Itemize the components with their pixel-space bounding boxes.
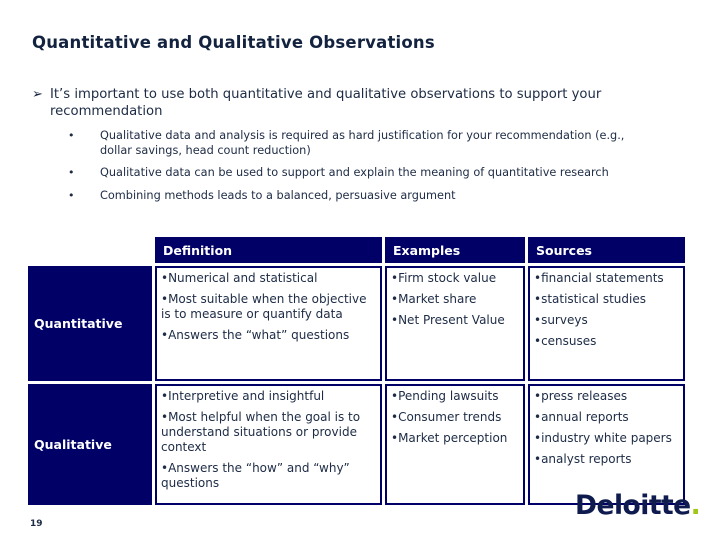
cell-bullet: •surveys — [534, 313, 588, 327]
cell-bullet: •Market share — [391, 292, 477, 306]
cell-bullet: •Firm stock value — [391, 271, 497, 285]
bullet-icon: • — [68, 129, 75, 142]
column-header-sources: Sources — [528, 237, 685, 263]
table-row: Quantitative •Numerical and statistical … — [28, 266, 685, 381]
cell-bullet: •statistical studies — [534, 292, 646, 306]
cell-bullet: •Market perception — [391, 431, 508, 445]
sub-bullet-text: Qualitative data can be used to support … — [100, 166, 609, 180]
arrow-bullet-icon: ➢ — [32, 87, 43, 102]
cell-quantitative-definition: •Numerical and statistical •Most suitabl… — [155, 266, 382, 381]
cell-bullet: •annual reports — [534, 410, 629, 424]
list-item: • Qualitative data and analysis is requi… — [68, 129, 634, 158]
cell-bullet: •Consumer trends — [391, 410, 502, 424]
page-number: 19 — [30, 519, 43, 529]
row-label-quantitative: Quantitative — [28, 266, 152, 381]
deloitte-green-dot-icon: . — [690, 490, 701, 521]
intro-bullet-text: It’s important to use both quantitative … — [50, 87, 602, 120]
column-header-examples: Examples — [385, 237, 525, 263]
cell-qualitative-examples: •Pending lawsuits •Consumer trends •Mark… — [385, 384, 525, 505]
cell-bullet: •Numerical and statistical — [161, 271, 318, 285]
observations-table: Definition Examples Sources Quantitative… — [25, 234, 688, 508]
table-row: Qualitative •Interpretive and insightful… — [28, 384, 685, 505]
sub-bullet-list: • Qualitative data and analysis is requi… — [68, 129, 634, 212]
cell-bullet: •Answers the “what” questions — [161, 328, 350, 342]
cell-quantitative-examples: •Firm stock value •Market share •Net Pre… — [385, 266, 525, 381]
cell-bullet: •analyst reports — [534, 452, 632, 466]
sub-bullet-text: Combining methods leads to a balanced, p… — [100, 189, 456, 203]
list-item: • Qualitative data can be used to suppor… — [68, 166, 634, 181]
cell-bullet: •censuses — [534, 334, 597, 348]
deloitte-logo: Deloitte. — [575, 490, 701, 521]
intro-bullet: ➢ It’s important to use both quantitativ… — [32, 86, 680, 121]
sub-bullet-text: Qualitative data and analysis is require… — [100, 129, 625, 157]
table-header-row: Definition Examples Sources — [28, 237, 685, 263]
cell-qualitative-sources: •press releases •annual reports •industr… — [528, 384, 685, 505]
column-header-definition: Definition — [155, 237, 382, 263]
cell-bullet: •Interpretive and insightful — [161, 389, 325, 403]
slide-title: Quantitative and Qualitative Observation… — [32, 33, 435, 52]
cell-bullet: •Most suitable when the objective is to … — [161, 292, 367, 321]
cell-bullet: •press releases — [534, 389, 628, 403]
cell-bullet: •financial statements — [534, 271, 664, 285]
cell-bullet: •Answers the “how” and “why” questions — [161, 461, 350, 490]
list-item: • Combining methods leads to a balanced,… — [68, 189, 634, 204]
table-corner-spacer — [28, 237, 152, 263]
bullet-icon: • — [68, 189, 75, 203]
cell-bullet: •Pending lawsuits — [391, 389, 499, 403]
cell-bullet: •Net Present Value — [391, 313, 505, 327]
row-label-qualitative: Qualitative — [28, 384, 152, 505]
bullet-icon: • — [68, 166, 75, 180]
cell-bullet: •Most helpful when the goal is to unders… — [161, 410, 361, 454]
cell-bullet: •industry white papers — [534, 431, 672, 445]
cell-qualitative-definition: •Interpretive and insightful •Most helpf… — [155, 384, 382, 505]
deloitte-wordmark: Deloitte — [575, 490, 691, 521]
cell-quantitative-sources: •financial statements •statistical studi… — [528, 266, 685, 381]
